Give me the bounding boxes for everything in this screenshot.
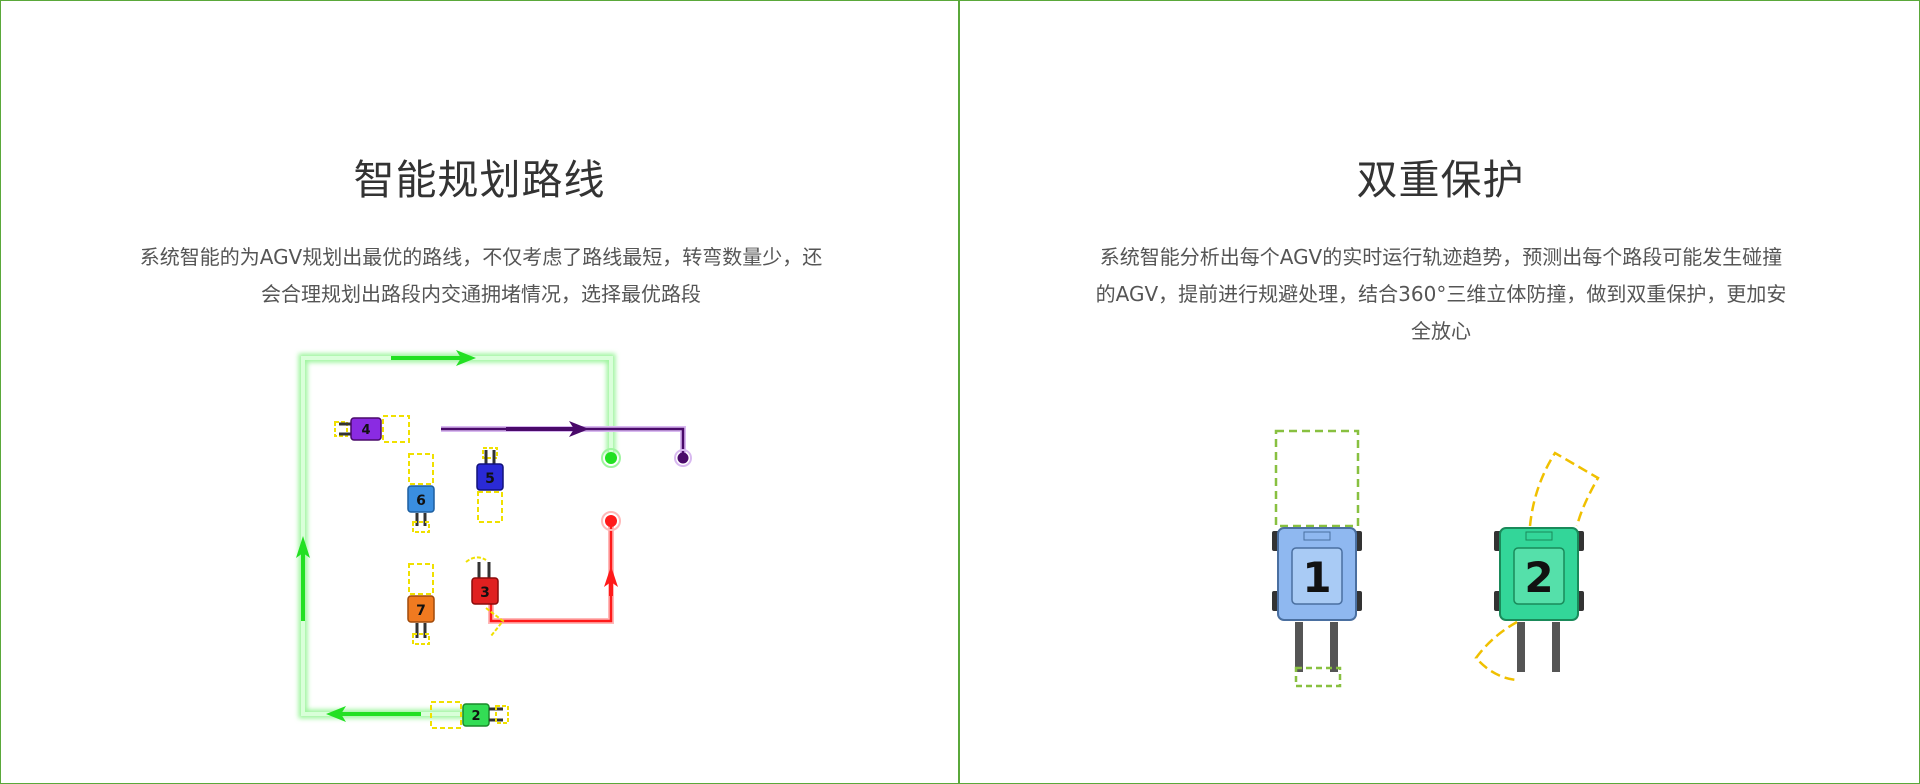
agv-2: 2: [1474, 451, 1600, 682]
route-diagram: 4 6 5: [296, 350, 692, 729]
agv-1: 1: [1272, 429, 1362, 688]
agv-7: 7: [407, 563, 435, 645]
svg-text:5: 5: [485, 471, 495, 487]
green-route: [296, 350, 621, 722]
panel-title: 双重保护: [1356, 156, 1525, 205]
red-route: [488, 511, 621, 624]
agv-2: 2: [430, 701, 509, 729]
svg-text:7: 7: [416, 603, 426, 619]
panel-title: 智能规划路线: [353, 156, 606, 205]
dual-protection-panel: 双重保护 系统智能分析出每个AGV的实时运行轨迹趋势，预测出每个路段可能发生碰撞…: [962, 1, 1919, 783]
panel-description: 系统智能分析出每个AGV的实时运行轨迹趋势，预测出每个路段可能发生碰撞的AGV，…: [1095, 245, 1787, 343]
svg-text:6: 6: [416, 493, 426, 509]
agv-5: 5: [476, 447, 504, 523]
agv-6: 6: [407, 453, 435, 533]
svg-text:1: 1: [1302, 553, 1331, 602]
svg-text:2: 2: [471, 709, 480, 724]
svg-text:4: 4: [361, 423, 370, 438]
smart-route-panel: 智能规划路线 系统智能的为AGV规划出最优的路线，不仅考虑了路线最短，转弯数量少…: [1, 1, 960, 783]
panel-description: 系统智能的为AGV规划出最优的路线，不仅考虑了路线最短，转弯数量少，还会合理规划…: [139, 245, 823, 306]
svg-text:3: 3: [480, 585, 490, 601]
agv-4: 4: [334, 415, 410, 443]
svg-text:2: 2: [1524, 553, 1553, 602]
agv-3: 3: [465, 556, 505, 637]
purple-route: [441, 421, 692, 467]
protection-diagram: 1 2: [1272, 429, 1600, 688]
